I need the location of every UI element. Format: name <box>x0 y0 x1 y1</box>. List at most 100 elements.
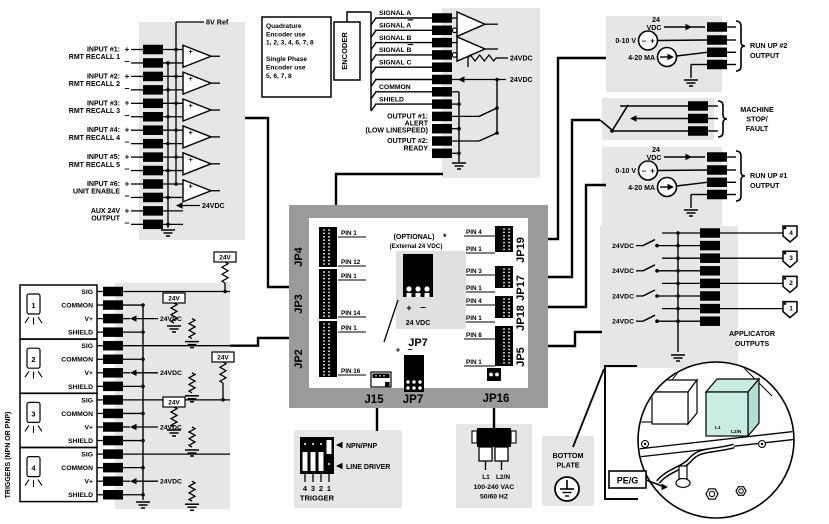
pin-number: 4 <box>715 25 719 32</box>
pin-dot <box>503 238 505 241</box>
dip-number: 2 <box>319 484 323 493</box>
pin-box <box>103 462 123 473</box>
common-label: COMMON <box>379 84 411 91</box>
board-bottom-label: J15 <box>364 394 384 406</box>
pin-dot <box>503 274 505 277</box>
pin-box <box>143 219 163 230</box>
row-label: SIG <box>81 452 93 459</box>
arrowhead-left <box>130 423 137 431</box>
minus-sign: – <box>407 344 412 354</box>
pin-dot <box>323 311 325 314</box>
pin-dot <box>508 351 510 354</box>
nut-icon <box>708 490 716 498</box>
plus-sign: + <box>650 167 655 176</box>
minus-sign: – <box>124 190 129 200</box>
pin-dot <box>508 281 510 284</box>
opamp-icon <box>182 178 213 203</box>
opamp-icon <box>182 124 213 149</box>
pin-ref: PIN 1 <box>466 315 482 322</box>
pin-box <box>103 286 123 297</box>
dip-dot <box>312 443 314 445</box>
pin-dot <box>323 370 325 373</box>
harness-wire <box>511 183 606 309</box>
supply-label: 24VDC <box>612 293 634 300</box>
pin-dot <box>328 329 330 332</box>
pin-number: 8 <box>708 231 712 238</box>
pin-dot <box>418 380 422 384</box>
input-sublabel: RMT RECALL 1 <box>69 54 120 61</box>
pin-number: 6 <box>708 256 712 263</box>
pin-dot <box>328 315 330 318</box>
note-line: Quadrature <box>266 23 302 30</box>
supply-label: 24VDC <box>202 203 225 210</box>
note-line: Encoder use <box>266 31 306 38</box>
junction-dot <box>166 195 170 200</box>
v24-label: VDC <box>647 155 662 162</box>
pin-dot <box>503 362 505 364</box>
pin-dot <box>323 291 325 294</box>
v24-label: VDC <box>647 25 662 32</box>
v24-label: 24V <box>168 400 180 407</box>
power-label: 50/60 HZ <box>480 494 508 501</box>
junction-dot <box>166 168 170 173</box>
minus-sign: – <box>124 110 129 120</box>
pin-dot <box>323 308 325 311</box>
screw-icon <box>643 442 647 446</box>
pin-box <box>700 316 720 326</box>
pin-dot <box>323 229 325 231</box>
pin-box <box>700 253 720 263</box>
row-label: SIG <box>81 289 93 296</box>
pin-dot <box>323 340 325 342</box>
resistor-icon <box>187 480 197 502</box>
pin-box <box>432 50 452 60</box>
pin-dot <box>508 328 510 330</box>
input-sublabel: RMT RECALL 4 <box>69 135 120 142</box>
detail-line <box>639 430 793 450</box>
junction-dot <box>495 131 499 135</box>
resistor-icon <box>187 318 197 340</box>
supply-label: 24VDC <box>612 268 634 275</box>
pin-number: 3 <box>715 38 719 45</box>
pin-box <box>707 47 727 58</box>
arrowhead-left <box>336 441 343 449</box>
pin-dot <box>508 278 510 281</box>
pin-dot <box>323 333 325 336</box>
wire <box>642 289 656 297</box>
pin-ref: PIN 4 <box>466 298 482 305</box>
pin-dot <box>503 268 505 270</box>
pin-number: 6 <box>440 77 444 84</box>
junction-dot <box>676 294 680 298</box>
pin-box <box>432 87 452 97</box>
pin-box <box>143 58 163 68</box>
arrowhead-right <box>667 53 674 61</box>
pin-number: 1 <box>440 16 444 23</box>
pin-number: 10 <box>438 126 446 133</box>
pin-dot <box>503 304 505 307</box>
input-label: INPUT #1: <box>87 47 120 54</box>
dip-dot <box>328 463 330 465</box>
jp16-connector <box>487 368 501 381</box>
pin-dot <box>503 358 505 361</box>
harness-wire <box>230 336 292 347</box>
pin-ref: PIN 1 <box>466 285 482 292</box>
pin-dot <box>328 353 330 356</box>
minus-sign: – <box>642 167 647 176</box>
pin-dot <box>508 271 510 274</box>
pin-dot <box>323 239 325 242</box>
pin-box <box>688 126 708 136</box>
pin-dot <box>328 263 330 265</box>
pin-box <box>103 340 123 351</box>
tiny-terminal-label: L1 <box>715 425 721 431</box>
pin-box <box>432 99 452 109</box>
pin-number: 2 <box>708 306 712 313</box>
board-connector <box>319 321 337 377</box>
pin-number: 13 <box>149 209 157 216</box>
junction-dot <box>141 303 145 307</box>
pin-dot <box>503 345 505 347</box>
pin-number: 9 <box>151 155 155 162</box>
pin-box <box>432 25 452 36</box>
junction-dot <box>221 398 225 402</box>
dip-slot <box>318 452 324 471</box>
pin-box <box>143 152 163 162</box>
pin-dot <box>508 298 510 300</box>
